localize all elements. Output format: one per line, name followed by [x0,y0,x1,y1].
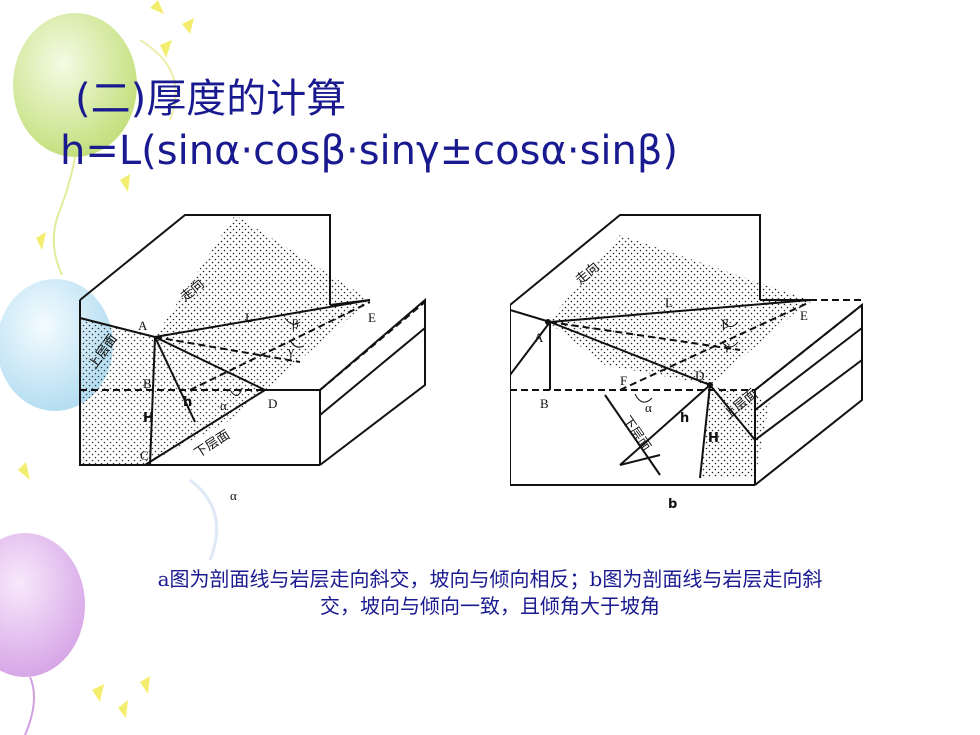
label-h: h [680,411,689,426]
beta-arc [284,317,301,325]
label-beta: β [292,316,299,331]
bed-upper-surface [548,235,810,385]
label-H: H [708,431,719,446]
point-D [707,382,713,388]
caption-line-2: 交，坡向与倾向一致，且倾角大于坡角 [320,594,660,618]
diagram-a: A B C D E L H h α β γ 走向 上层面 下层面 α [79,214,426,503]
thickness-formula: h=L(sinα·cosβ·sinγ±cosα·sinβ) [60,128,679,174]
label-D: D [695,368,704,383]
label-F: F [620,373,627,388]
label-gamma: γ [723,338,730,353]
confetti [18,0,194,718]
figure-a-sublabel: α [230,488,237,503]
label-A: A [534,330,544,345]
label-C: C [140,448,149,463]
label-L: L [245,310,253,325]
label-L: L [665,295,673,310]
label-lower-surface: 下层面 [620,413,655,454]
label-gamma: γ [287,343,294,358]
label-D: D [268,396,277,411]
label-beta: β [722,316,729,331]
label-alpha: α [220,398,227,413]
diagram-b: A B D E F L H h α β γ 走向 上层面 下层面 b [510,214,863,510]
label-E: E [368,310,376,325]
purple-balloon [0,533,85,735]
dashed-construction-lines [510,299,863,391]
label-E: E [800,308,808,323]
block-outline [510,214,863,486]
slide-title: (二)厚度的计算 [75,76,347,122]
figure-b-sublabel: b [668,497,677,510]
point-A [545,319,551,325]
gamma-arc [289,339,305,348]
alpha-arc [229,387,243,396]
alpha-arc [634,393,653,403]
label-B: B [540,396,549,411]
dashed-construction-lines [80,301,426,391]
label-alpha: α [645,400,652,415]
bed-upper-surface [155,215,370,390]
front-bed-face [80,318,265,465]
caption-line-1: a图为剖面线与岩层走向斜交，坡向与倾向相反；b图为剖面线与岩层走向斜 [157,567,823,591]
label-h: h [183,395,192,410]
label-B: B [143,376,152,391]
beta-arc [721,319,739,327]
gamma-arc [721,341,739,348]
green-balloon [13,13,137,276]
block-outline [79,214,426,466]
bed-lower-surface [700,385,770,478]
label-H: H [143,411,154,426]
label-A: A [138,318,148,333]
figure-caption: a图为剖面线与岩层走向斜交，坡向与倾向相反；b图为剖面线与岩层走向斜 交，坡向与… [40,566,940,620]
